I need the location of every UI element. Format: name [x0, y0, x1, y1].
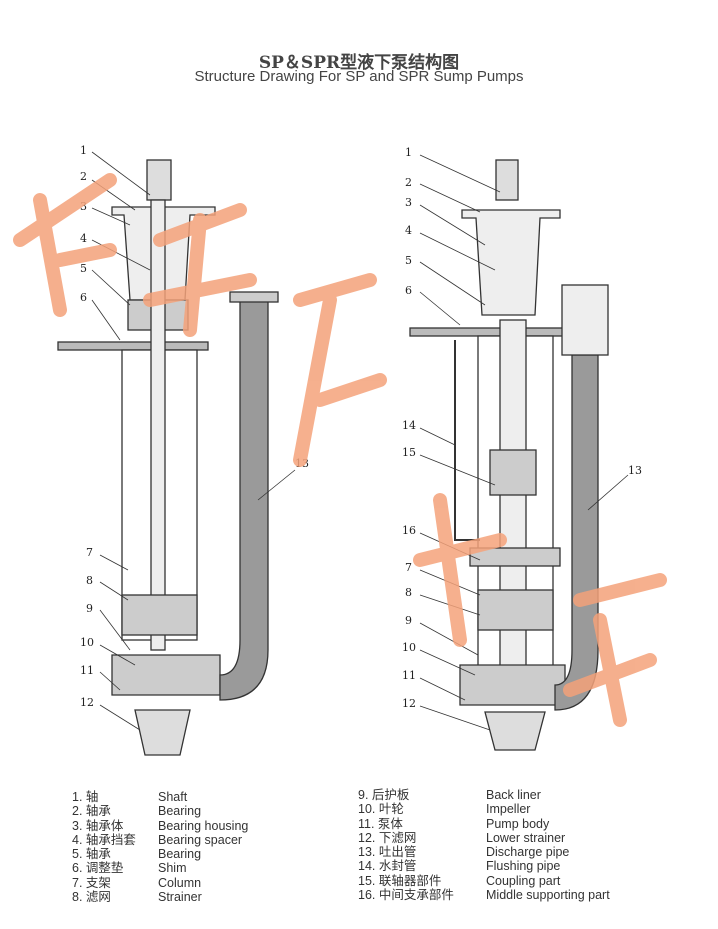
callout-14: 14 [402, 419, 416, 432]
callout-10: 10 [80, 636, 94, 649]
bearing-housing [461, 209, 561, 316]
left-callouts: 1 2 3 4 5 6 7 8 9 10 11 12 13 [80, 144, 309, 709]
middle-support [469, 547, 561, 567]
callout-1: 1 [80, 144, 87, 157]
callout-2: 2 [80, 170, 87, 183]
callout-3: 3 [80, 200, 87, 213]
callout-8: 8 [405, 586, 412, 599]
callout-6: 6 [405, 284, 412, 297]
callout-5: 5 [405, 254, 412, 267]
callout-4: 4 [405, 224, 412, 237]
callout-6: 6 [80, 291, 87, 304]
title-chinese: SP＆SPR型液下泵结构图 [258, 53, 460, 73]
right-callouts: 1 2 3 4 5 6 14 15 16 7 8 9 10 11 12 13 [402, 146, 642, 710]
callout-3: 3 [405, 196, 412, 209]
callout-7: 7 [405, 561, 412, 574]
right-pump-spr [409, 159, 609, 751]
shaft [150, 199, 166, 651]
watermark [13, 173, 667, 727]
lower-strainer [134, 709, 191, 756]
callout-5: 5 [80, 262, 87, 275]
callout-11: 11 [80, 664, 94, 677]
callout-10: 10 [402, 641, 416, 654]
lower-strainer [484, 711, 546, 751]
coupling [489, 449, 537, 496]
callout-15: 15 [402, 446, 416, 459]
discharge-pipe [219, 299, 269, 701]
pump-body [459, 664, 566, 706]
shaft-top [495, 159, 519, 201]
callout-11: 11 [402, 669, 416, 682]
shaft-top [146, 159, 172, 201]
callout-8: 8 [86, 574, 93, 587]
callout-1: 1 [405, 146, 412, 159]
discharge-flange [229, 291, 279, 303]
callout-12: 12 [402, 697, 416, 710]
callout-16: 16 [402, 524, 416, 537]
discharge-pipe [554, 354, 599, 711]
callout-4: 4 [80, 232, 87, 245]
strainer [477, 589, 554, 631]
mounting-plate [57, 341, 209, 351]
callout-9: 9 [405, 614, 412, 627]
callout-12: 12 [80, 696, 94, 709]
discharge-head [561, 284, 609, 356]
flushing-pipe [454, 340, 480, 541]
title-english: Structure Drawing For SP and SPR Sump Pu… [194, 68, 524, 85]
callout-2: 2 [405, 176, 412, 189]
strainer [121, 594, 198, 636]
callout-9: 9 [86, 602, 93, 615]
callout-13: 13 [628, 464, 642, 477]
left-pump-sp [57, 159, 279, 756]
callout-7: 7 [86, 546, 93, 559]
leader-lines [91, 151, 629, 731]
